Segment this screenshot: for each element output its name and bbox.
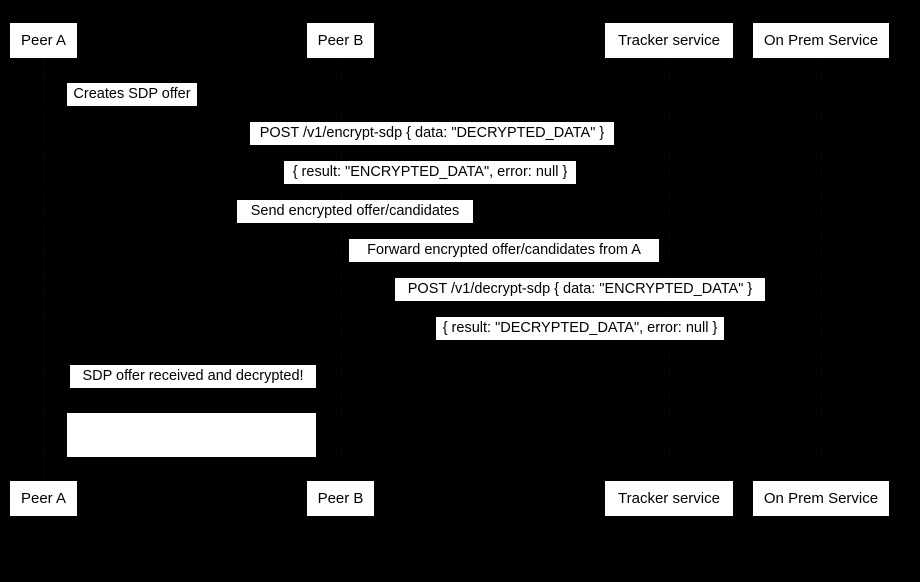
participant-header-peer-b[interactable]: Peer B	[307, 23, 374, 58]
message-label-encrypted-result: { result: "ENCRYPTED_DATA", error: null …	[284, 161, 576, 184]
participant-footer-peer-b[interactable]: Peer B	[307, 481, 374, 516]
lifeline-peer-a	[43, 57, 45, 481]
message-label-decrypted-result: { result: "DECRYPTED_DATA", error: null …	[436, 317, 724, 340]
participant-label: Tracker service	[618, 490, 720, 507]
participant-header-peer-a[interactable]: Peer A	[10, 23, 77, 58]
participant-label: Peer B	[317, 32, 364, 49]
lifeline-tracker-service	[669, 57, 670, 481]
participant-label: Tracker service	[618, 32, 720, 49]
message-label-forward-encrypted-offer: Forward encrypted offer/candidates from …	[349, 239, 659, 262]
message-label-post-decrypt-sdp: POST /v1/decrypt-sdp { data: "ENCRYPTED_…	[395, 278, 765, 301]
participant-footer-on-prem-service[interactable]: On Prem Service	[753, 481, 889, 516]
participant-label: Peer A	[20, 32, 67, 49]
participant-label: Peer A	[20, 490, 67, 507]
message-label-line-2: using the same mechanism	[103, 521, 280, 537]
participant-label: On Prem Service	[763, 32, 879, 49]
sequence-diagram: Peer A Peer B Tracker service On Prem Se…	[10, 23, 889, 537]
participant-footer-peer-a[interactable]: Peer A	[10, 481, 77, 516]
message-label-send-encrypted-offer: Send encrypted offer/candidates	[237, 200, 473, 223]
message-label-line-1: Create SDP answer and send to An	[77, 458, 306, 474]
message-label-creates-sdp-offer: Creates SDP offer	[67, 83, 197, 106]
message-label-create-sdp-answer: Create SDP answer and send to An using t…	[67, 413, 316, 537]
message-label-sdp-offer-received: SDP offer received and decrypted!	[70, 365, 316, 388]
participant-footer-tracker-service[interactable]: Tracker service	[605, 481, 733, 516]
message-label-post-encrypt-sdp: POST /v1/encrypt-sdp { data: "DECRYPTED_…	[250, 122, 614, 145]
participant-label: On Prem Service	[763, 490, 879, 507]
participant-header-on-prem-service[interactable]: On Prem Service	[753, 23, 889, 58]
participant-header-tracker-service[interactable]: Tracker service	[605, 23, 733, 58]
participant-label: Peer B	[317, 490, 364, 507]
lifeline-on-prem-service	[821, 57, 822, 481]
lifeline-peer-b	[340, 57, 342, 481]
